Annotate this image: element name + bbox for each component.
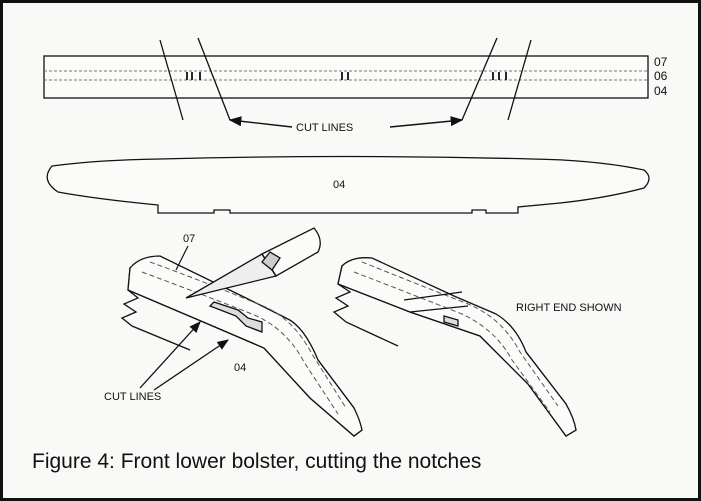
cut-line-left-a [159, 39, 184, 121]
left-view-notch [208, 301, 263, 333]
left-view-groove-upper [149, 261, 347, 409]
cut-line-right-b [507, 39, 532, 121]
right-view-notch-cut [403, 291, 469, 313]
bolster-label: 04 [333, 179, 345, 191]
right-view-groove-upper [361, 261, 559, 407]
cut-line-right-a [461, 37, 498, 121]
laminated-strip [43, 37, 649, 128]
cut-lines-arrow-right [389, 116, 464, 128]
knife-icon [185, 227, 321, 299]
cut-lines-label-bottom: CUT LINES [104, 391, 161, 403]
strip-label-06: 06 [654, 69, 668, 83]
cut-lines-arrow-upper [139, 321, 201, 389]
left-view-label-07-leader [175, 245, 189, 271]
left-view-jagged-end [120, 289, 191, 351]
left-view-groove-lower [141, 271, 339, 415]
cut-lines-arrow-left [228, 116, 293, 128]
right-view-jagged-end [332, 283, 399, 347]
left-view-label-07: 07 [183, 233, 195, 245]
right-end-shown-label: RIGHT END SHOWN [516, 302, 622, 314]
left-perspective-view [120, 255, 363, 437]
cut-lines-label-top: CUT LINES [296, 122, 353, 134]
right-view-notch [443, 315, 459, 327]
bolster-outline [46, 155, 650, 214]
right-perspective-view [332, 257, 577, 437]
right-view-top-face [337, 257, 577, 437]
cut-line-left-b [197, 37, 231, 121]
notch-marks [186, 72, 507, 80]
figure-caption: Figure 4: Front lower bolster, cutting t… [32, 450, 482, 473]
strip-outline [43, 55, 649, 99]
left-view-label-04: 04 [234, 362, 246, 374]
right-view-groove-lower [353, 271, 551, 413]
cut-lines-arrow-lower [153, 339, 229, 391]
strip-label-04: 04 [654, 84, 668, 98]
strip-label-07: 07 [654, 55, 668, 69]
left-view-top-face [127, 255, 363, 437]
